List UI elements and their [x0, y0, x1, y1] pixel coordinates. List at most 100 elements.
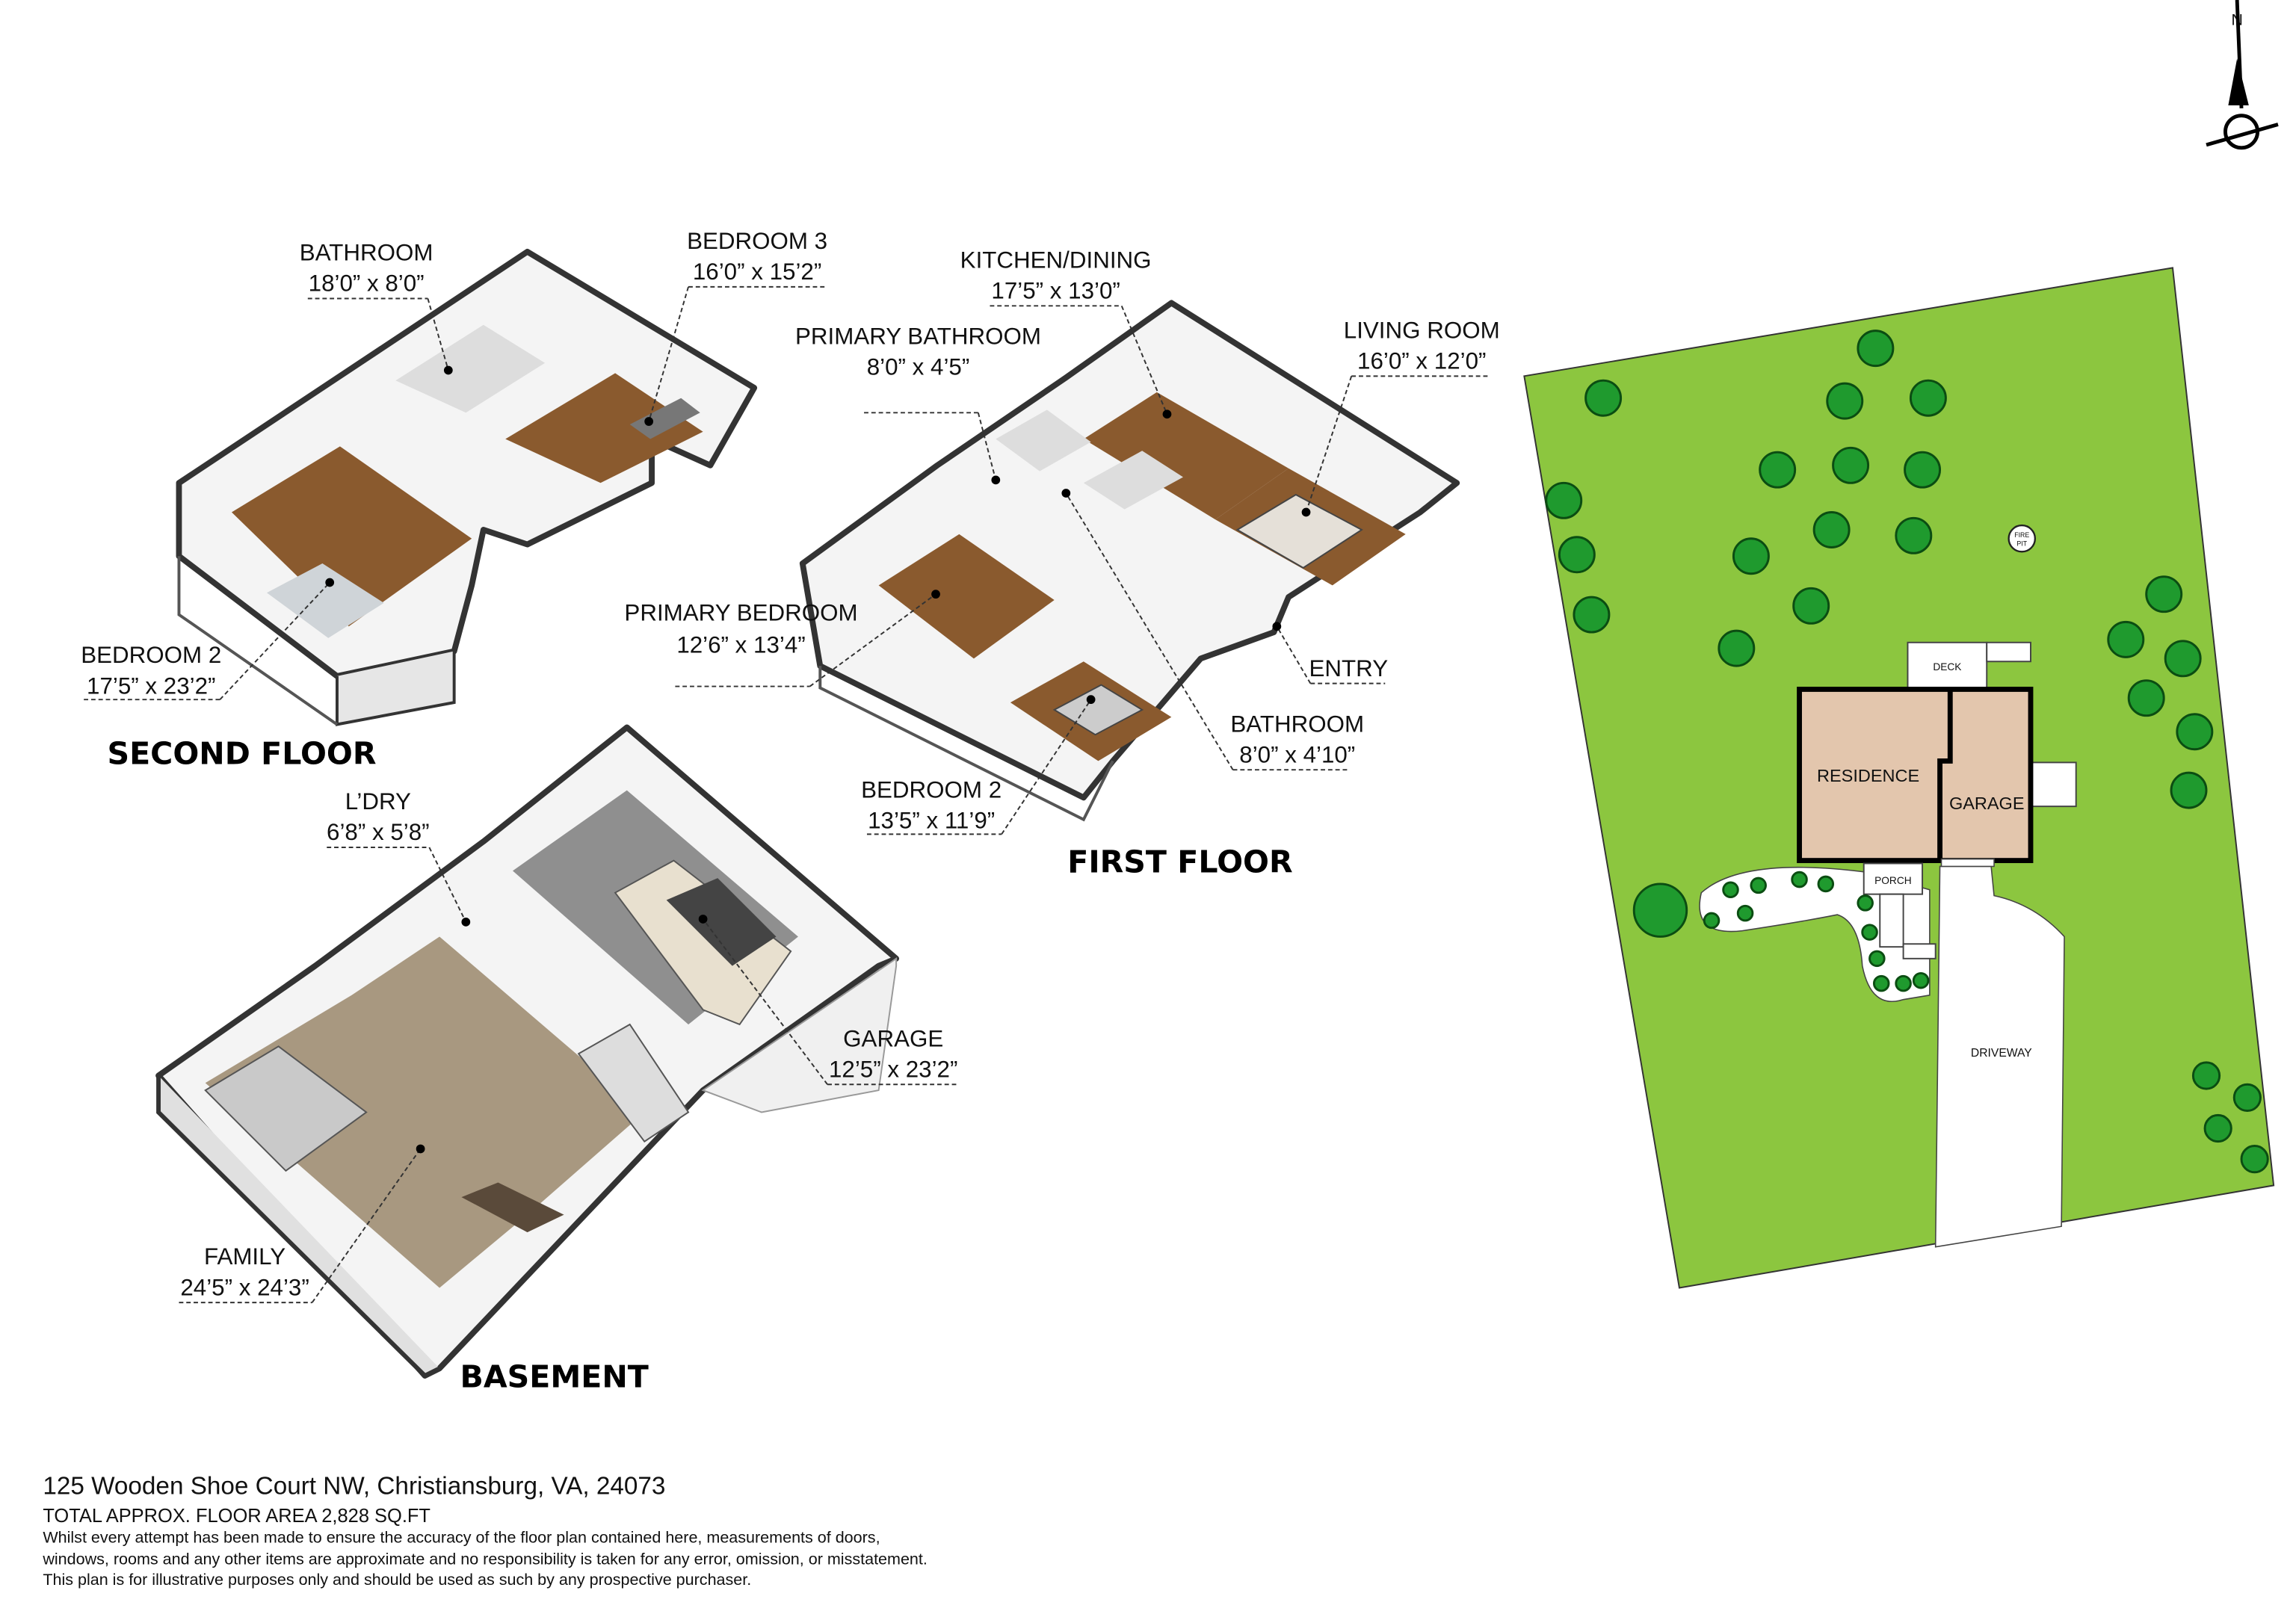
- tree-icon: [1750, 877, 1767, 894]
- leader-line: [1001, 699, 1092, 835]
- label-text: BEDROOM 3: [687, 228, 827, 254]
- tree-icon: [1826, 382, 1864, 420]
- tree-icon: [2127, 679, 2165, 717]
- label-text: FAMILY: [204, 1243, 286, 1270]
- tree-icon: [1868, 950, 1886, 968]
- leader-line: [809, 593, 936, 687]
- tree-icon: [2164, 640, 2202, 678]
- second-floor-plan: SECOND FLOOR BATHROOM 18’0” x 8’0” BEDRO…: [81, 228, 827, 771]
- tree-icon: [2170, 771, 2208, 809]
- label-text: BEDROOM 2: [81, 642, 221, 668]
- label-text: 12’5” x 23’2”: [829, 1056, 957, 1082]
- tree-icon: [1832, 446, 1870, 484]
- leader-line: [648, 286, 689, 422]
- disclaimer-line: Whilst every attempt has been made to en…: [43, 1528, 880, 1546]
- driveway: [1934, 865, 2065, 1248]
- tree-icon: [1895, 974, 1912, 992]
- primary-bedroom-floor: [878, 534, 1055, 659]
- tree-icon: [2176, 713, 2214, 751]
- tree-icon: [2232, 1083, 2262, 1112]
- label-text: 16’0” x 12’0”: [1357, 348, 1486, 374]
- label-text: 24’5” x 24’3”: [180, 1274, 309, 1300]
- family-floor: [205, 936, 645, 1288]
- label-text: PORCH: [1874, 875, 1911, 886]
- label-text: BATHROOM: [300, 240, 433, 266]
- total-area: TOTAL APPROX. FLOOR AREA 2,828 SQ.FT: [43, 1506, 430, 1527]
- label-text: PRIMARY BEDROOM: [624, 599, 857, 625]
- label-text: 6’8” x 5’8”: [327, 819, 430, 845]
- tree-icon: [2203, 1113, 2232, 1143]
- label-text: RESIDENCE: [1817, 766, 1919, 785]
- tree-icon: [1817, 875, 1835, 893]
- site-plan: DECK RESIDENCE GARAGE PORCH DRIVEWAY FIR…: [1523, 267, 2275, 1289]
- basement-title: BASEMENT: [460, 1359, 648, 1395]
- bedroom-2-floor: [231, 446, 472, 627]
- label-text: 8’0” x 4’5”: [867, 353, 970, 380]
- leader-line: [702, 918, 828, 1085]
- leader-line: [977, 412, 997, 480]
- label-text: DECK: [1933, 661, 1961, 673]
- address: 125 Wooden Shoe Court NW, Christiansburg…: [43, 1473, 665, 1500]
- label-text: PIT: [2016, 540, 2027, 548]
- tree-icon: [1857, 894, 1874, 912]
- label-text: ENTRY: [1309, 655, 1389, 681]
- label-text: PRIMARY BATHROOM: [795, 323, 1041, 349]
- label-text: BATHROOM: [1230, 711, 1364, 737]
- tree-icon: [1545, 481, 1583, 519]
- tree-icon: [1895, 516, 1933, 554]
- tree-icon: [1812, 511, 1851, 548]
- label-text: GARAGE: [843, 1025, 943, 1051]
- leader-line: [1120, 305, 1168, 415]
- north-compass-icon: N: [2206, 0, 2279, 150]
- tree-icon: [1558, 536, 1596, 574]
- basement-plan: BASEMENT L’DRY 6’8” x 5’8” GARAGE 12’5” …: [155, 724, 960, 1395]
- tree-icon: [1909, 379, 1947, 417]
- tree-icon: [2145, 575, 2183, 613]
- tree-icon: [1912, 971, 1930, 989]
- tree-icon: [1703, 912, 1721, 930]
- label-text: LIVING ROOM: [1344, 317, 1500, 343]
- disclaimer-line: This plan is for illustrative purposes o…: [43, 1571, 751, 1589]
- tree-icon: [1791, 871, 1808, 888]
- tree-icon: [1722, 881, 1739, 899]
- disclaimer-line: windows, rooms and any other items are a…: [42, 1551, 928, 1568]
- tree-icon: [1857, 330, 1895, 368]
- footer: 125 Wooden Shoe Court NW, Christiansburg…: [42, 1473, 928, 1589]
- tree-icon: [1632, 882, 1688, 938]
- fire-pit-icon: [2008, 524, 2037, 553]
- leader-line: [1276, 625, 1312, 684]
- kitchen-floor: [1083, 392, 1289, 520]
- leader-line: [428, 847, 467, 923]
- leader-line: [219, 581, 330, 700]
- label-text: 12’6” x 13’4”: [676, 632, 805, 658]
- label-text: 8’0” x 4’10”: [1239, 741, 1355, 767]
- tree-icon: [1861, 924, 1878, 941]
- tree-icon: [1573, 596, 1611, 634]
- label-text: DRIVEWAY: [1971, 1047, 2032, 1060]
- second-floor-title: SECOND FLOOR: [107, 735, 376, 771]
- tree-icon: [1718, 629, 1756, 667]
- tree-icons: [1545, 330, 2269, 1174]
- tree-icon: [1872, 974, 1890, 992]
- tree-icon: [1736, 904, 1754, 922]
- bathroom-floor: [395, 324, 546, 413]
- first-floor-plan: FIRST FLOOR KITCHEN/DINING 17’5” x 13’0”…: [624, 247, 1499, 879]
- label-text: L’DRY: [345, 788, 411, 814]
- bedroom-3-floor: [505, 373, 703, 483]
- label-text: BEDROOM 2: [861, 776, 1002, 803]
- tree-icon: [2191, 1061, 2221, 1090]
- first-floor-title: FIRST FLOOR: [1067, 844, 1292, 879]
- label-text: 17’5” x 23’2”: [87, 673, 215, 699]
- label-text: 13’5” x 11’9”: [868, 808, 995, 834]
- tree-icon: [1584, 379, 1623, 417]
- tree-icon: [1904, 451, 1942, 489]
- label-text: GARAGE: [1949, 794, 2025, 813]
- tree-icon: [2240, 1145, 2269, 1174]
- label-text: 18’0” x 8’0”: [309, 270, 425, 297]
- leader-line: [1305, 376, 1353, 513]
- leader-line: [427, 298, 449, 371]
- leader-line: [311, 1148, 422, 1303]
- label-text: 16’0” x 15’2”: [693, 259, 821, 285]
- tree-icon: [2107, 620, 2145, 658]
